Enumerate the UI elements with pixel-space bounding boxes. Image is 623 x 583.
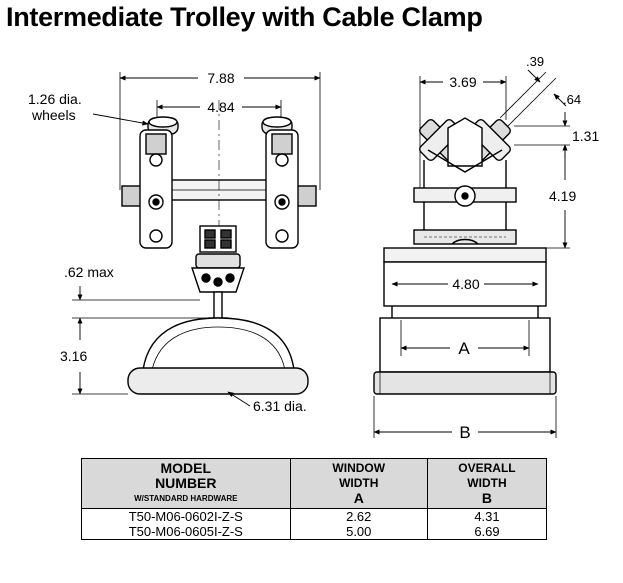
dim-side-base-width: 4.80 xyxy=(452,276,479,292)
dim-wheel-spacing: 4.84 xyxy=(207,99,234,115)
header-overall-line3: B xyxy=(481,490,493,506)
dim-side-bolt: .64 xyxy=(563,92,581,107)
header-overall-line2: WIDTH xyxy=(467,476,507,490)
dim-clamp-height: 3.16 xyxy=(60,348,87,364)
header-model-line3: W/STANDARD HARDWARE xyxy=(134,494,238,503)
page-title: Intermediate Trolley with Cable Clamp xyxy=(6,2,483,32)
side-view xyxy=(373,69,570,438)
dim-clamp-diameter: 6.31 dia. xyxy=(253,398,307,414)
table-row: T50-M06-0602I-Z-S 2.62 4.31 xyxy=(81,508,548,524)
dim-overall-label: B xyxy=(459,423,470,442)
dim-side-plate: .39 xyxy=(526,54,544,69)
model-table: MODEL NUMBER W/STANDARD HARDWARE WINDOW … xyxy=(81,458,548,540)
front-view xyxy=(72,72,321,407)
header-window: WINDOW WIDTH A xyxy=(289,458,428,509)
dim-side-top-width: 3.69 xyxy=(449,74,476,90)
cell-model: T50-M06-0602I-Z-S xyxy=(81,508,291,524)
header-model-line1: MODEL xyxy=(160,460,212,476)
cell-overall: 6.69 xyxy=(426,524,548,540)
dim-side-height: 4.19 xyxy=(549,188,576,204)
cell-window: 2.62 xyxy=(289,508,428,524)
cell-window: 5.00 xyxy=(289,524,428,540)
header-overall-line1: OVERALL xyxy=(458,461,516,475)
dim-window-label: A xyxy=(458,339,470,358)
header-model: MODEL NUMBER W/STANDARD HARDWARE xyxy=(81,458,291,509)
header-window-line1: WINDOW xyxy=(332,461,386,475)
dim-clamp-offset: .62 max xyxy=(64,264,114,280)
cell-model: T50-M06-0605I-Z-S xyxy=(81,524,291,540)
trolley-drawing: 7.88 4.84 1.26 dia. wheels .62 max 3.16 … xyxy=(28,54,599,442)
dim-side-upper-height: 1.31 xyxy=(572,128,599,144)
header-window-line2: WIDTH xyxy=(339,476,379,490)
header-model-line2: NUMBER xyxy=(155,475,217,491)
cell-overall: 4.31 xyxy=(426,508,548,524)
table-header-row: MODEL NUMBER W/STANDARD HARDWARE WINDOW … xyxy=(81,458,548,509)
header-overall: OVERALL WIDTH B xyxy=(426,458,548,509)
dim-wheel-diameter: 1.26 dia. xyxy=(28,91,82,107)
dim-wheel-label: wheels xyxy=(31,107,76,123)
dim-overall-width: 7.88 xyxy=(207,70,234,86)
header-window-line3: A xyxy=(353,490,364,506)
table-row: T50-M06-0605I-Z-S 5.00 6.69 xyxy=(81,524,548,540)
